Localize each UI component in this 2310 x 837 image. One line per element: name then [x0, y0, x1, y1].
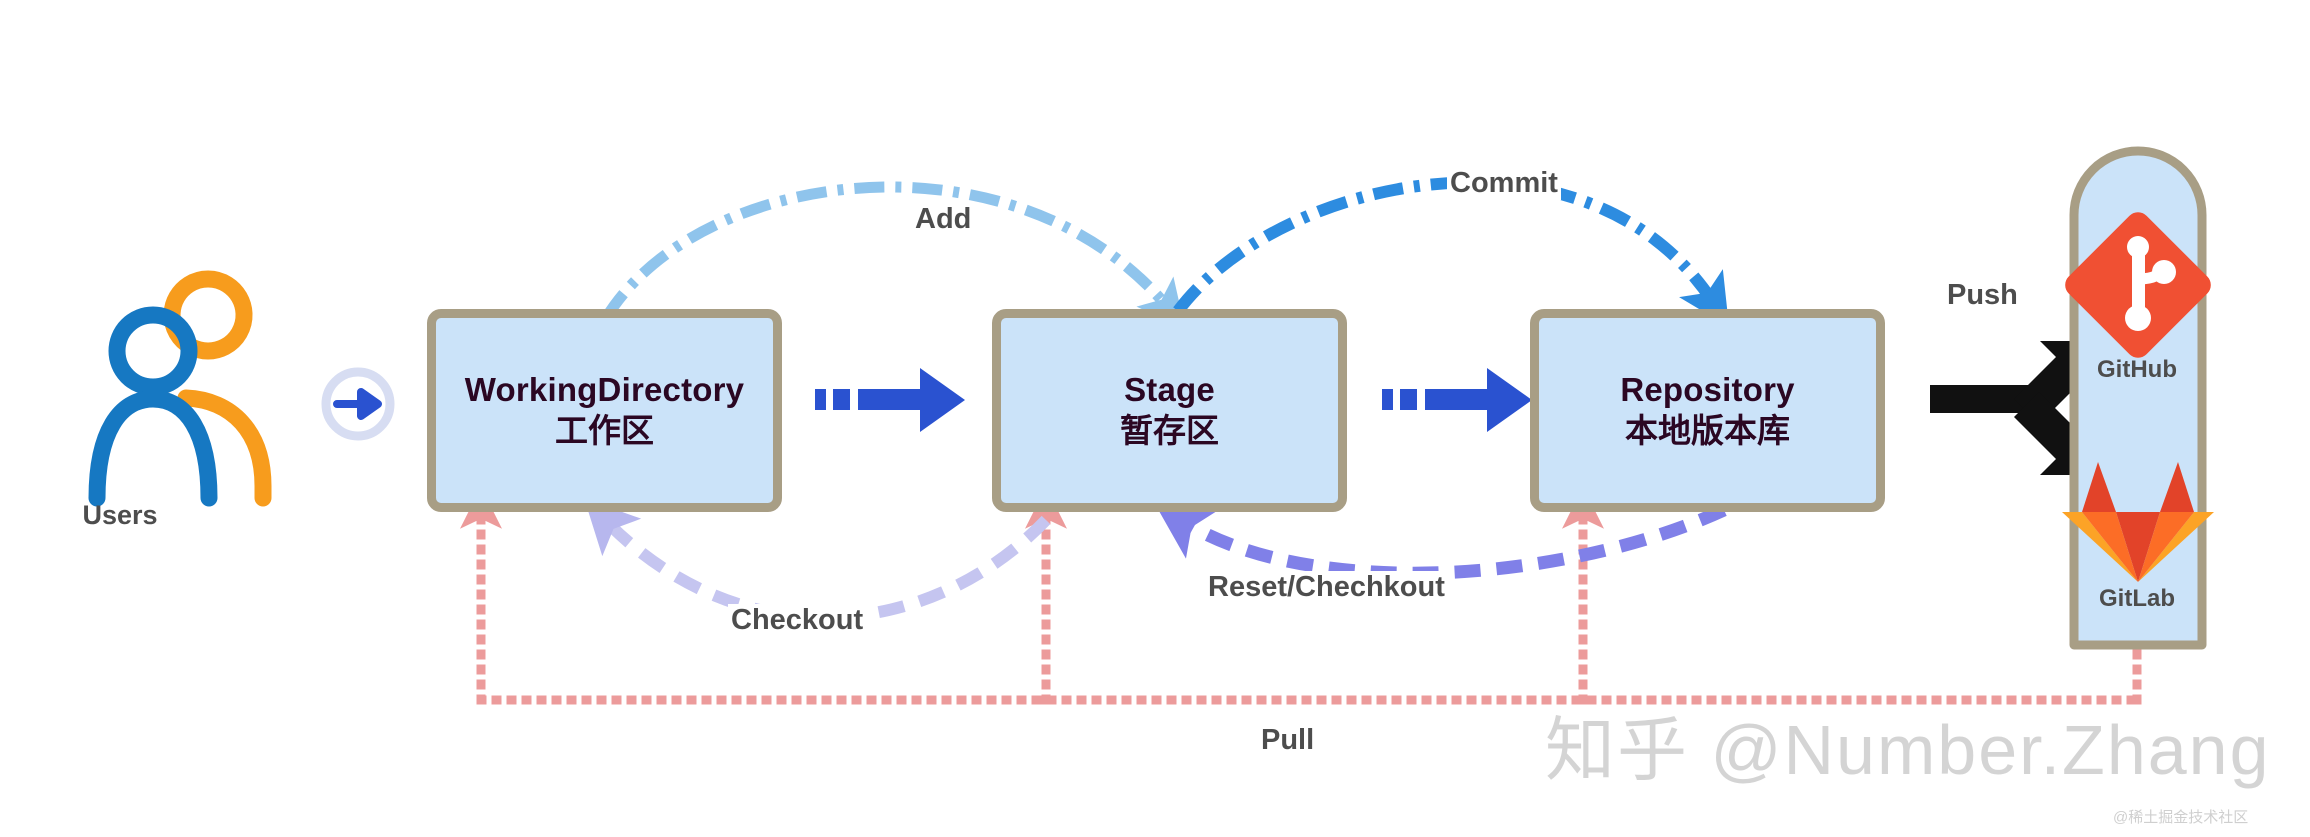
edge-add: [601, 181, 1186, 329]
edge-commit: [1173, 176, 1730, 327]
stage-title-cn: 暂存区: [1120, 411, 1219, 449]
gitlab-label: GitLab: [2099, 585, 2175, 612]
stage-box-working-directory[interactable]: WorkingDirectory 工作区: [427, 309, 782, 512]
stage-title-en: Repository: [1620, 371, 1795, 409]
git-diamond-icon: [2065, 212, 2211, 358]
flow-arrow-stage-to-repo: [1382, 368, 1532, 432]
edge-label-add: Add: [912, 203, 975, 236]
circled-right-arrow-icon: [321, 367, 395, 441]
edge-checkout: [584, 498, 1051, 624]
two-people-icon: [88, 270, 272, 507]
edge-label-commit: Commit: [1447, 167, 1561, 200]
edge-pull: [460, 486, 2142, 705]
stage-title-cn: 本地版本库: [1625, 411, 1790, 449]
stage-box-stage[interactable]: Stage 暂存区: [992, 309, 1347, 512]
edge-label-checkout: Checkout: [728, 604, 867, 637]
gitlab-fox-icon: [2062, 462, 2214, 582]
stage-title-en: WorkingDirectory: [464, 371, 745, 409]
edge-label-reset: Reset/Chechkout: [1205, 571, 1448, 604]
flow-arrow-wd-to-stage: [815, 368, 965, 432]
stage-title-cn: 工作区: [555, 411, 654, 449]
github-label: GitHub: [2097, 356, 2177, 383]
edge-label-pull: Pull: [1258, 724, 1318, 757]
users-label: Users: [82, 500, 158, 530]
edge-label-push: Push: [1944, 279, 2021, 312]
stage-box-repository[interactable]: Repository 本地版本库: [1530, 309, 1885, 512]
edge-reset: [1153, 501, 1727, 580]
stage-title-en: Stage: [1124, 371, 1215, 409]
